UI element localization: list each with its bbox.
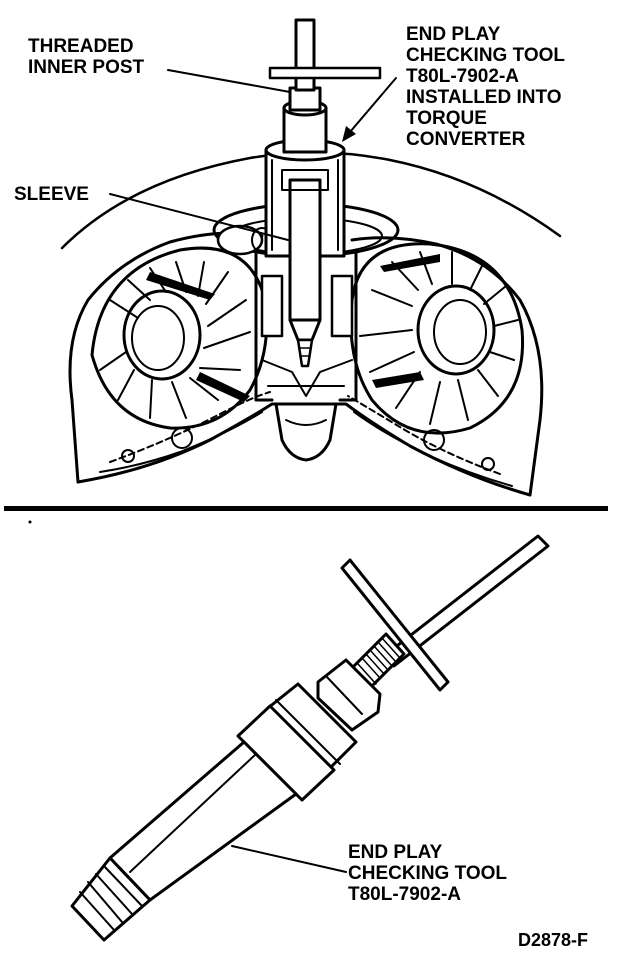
torque-converter-view (60, 18, 562, 497)
leader-threaded-post (167, 69, 291, 93)
label-end-play-installed: END PLAY CHECKING TOOL T80L-7902-A INSTA… (406, 24, 566, 150)
leader-sleeve (109, 193, 289, 241)
section-divider (4, 506, 608, 511)
converter-hub (274, 402, 338, 462)
label-threaded-inner-post: THREADED INNER POST (28, 36, 145, 78)
leader-tool-standalone (231, 845, 347, 873)
converter-right-shell (350, 236, 544, 497)
converter-lower-shell (76, 391, 532, 497)
figure-code: D2878-F (518, 930, 589, 950)
tool-standalone-view (70, 534, 550, 942)
left-turbine (90, 246, 269, 430)
label-sleeve: SLEEVE (14, 184, 89, 205)
right-turbine (349, 242, 525, 435)
leader-tool-installed (349, 77, 397, 133)
label-end-play-standalone: END PLAY CHECKING TOOL T80L-7902-A (348, 842, 508, 905)
